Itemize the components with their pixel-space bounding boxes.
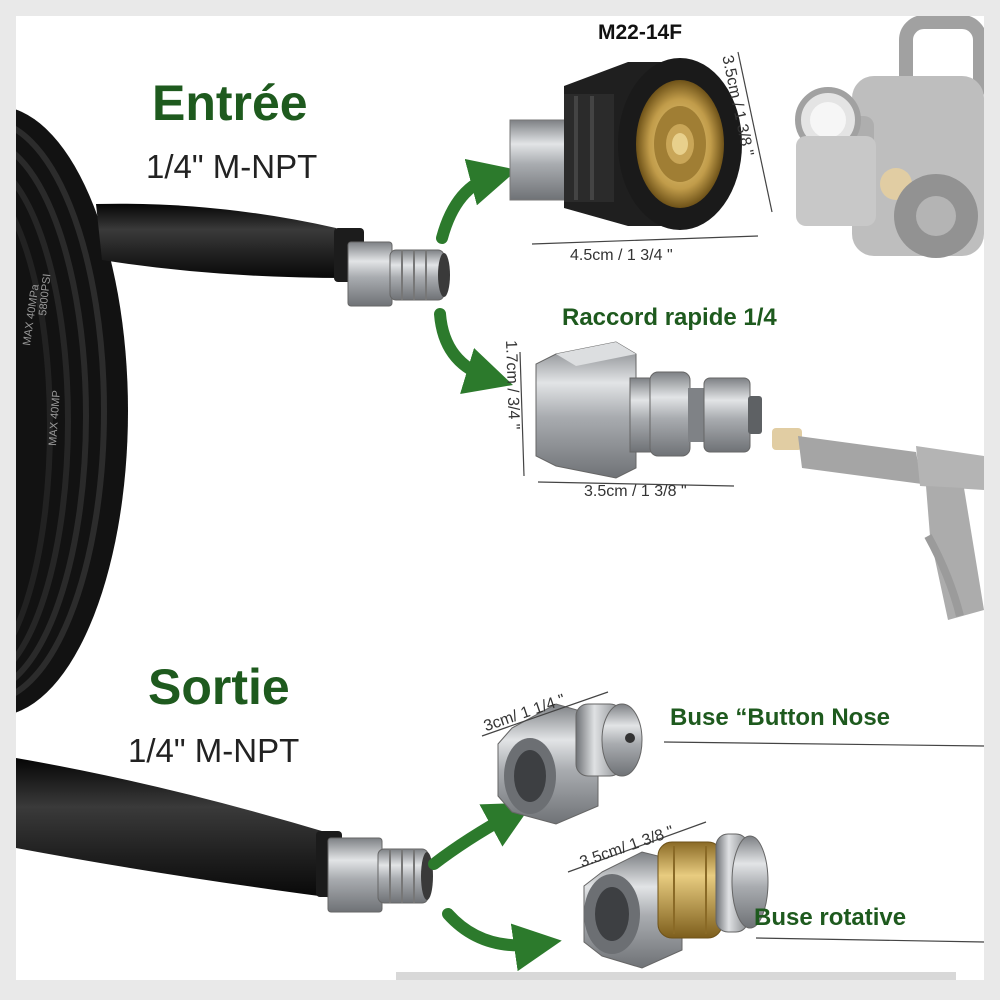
inlet-thread: 1/4" M-NPT bbox=[146, 148, 318, 185]
outlet-thread: 1/4" M-NPT bbox=[128, 732, 300, 769]
rotative-dimension bbox=[567, 821, 984, 943]
button-nose-nozzle bbox=[497, 703, 643, 825]
button-nose-name: Buse “Button Nose bbox=[670, 704, 891, 731]
m22-coupler bbox=[509, 58, 742, 230]
hose-coil: MAX 40MPa 5800PSI MAX 40MP bbox=[16, 109, 128, 713]
quick-width-dim: 3.5cm / 1 3/8 " bbox=[584, 483, 687, 500]
product-scene: MAX 40MPa 5800PSI MAX 40MP bbox=[16, 16, 984, 980]
inlet-title: Entrée bbox=[152, 75, 308, 131]
spray-gun-icon bbox=[772, 428, 984, 620]
arrow-to-button-nose bbox=[428, 802, 534, 870]
pressure-washer-icon bbox=[795, 16, 984, 258]
curved-arrow-icon bbox=[428, 158, 562, 972]
rotative-nozzle bbox=[583, 833, 769, 969]
rotative-name: Buse rotative bbox=[754, 904, 907, 931]
bottom-shadow bbox=[396, 972, 956, 980]
quick-height-dim: 1.7cm / 3/4 " bbox=[502, 339, 523, 430]
m22-dimension-lines bbox=[531, 51, 773, 245]
arrow-to-m22 bbox=[436, 158, 518, 244]
product-image-frame: MAX 40MPa 5800PSI MAX 40MP bbox=[16, 16, 984, 980]
arrow-to-quick bbox=[434, 308, 513, 394]
m22-code: M22-14F bbox=[598, 21, 683, 44]
quick-connect-fitting bbox=[535, 341, 762, 479]
quick-dimension-lines bbox=[519, 351, 735, 487]
inlet-male-fitting bbox=[347, 241, 450, 307]
button-nose-dimension bbox=[481, 691, 984, 747]
arrow-to-rotative bbox=[442, 908, 562, 972]
outlet-male-fitting bbox=[327, 837, 433, 913]
quick-connect-name: Raccord rapide 1/4 bbox=[562, 304, 777, 331]
hose-print-3: MAX 40MP bbox=[47, 390, 63, 446]
outlet-title: Sortie bbox=[148, 659, 290, 715]
hose-upper-end bbox=[96, 203, 364, 282]
hose-print-2: 5800PSI bbox=[37, 273, 53, 316]
hose-lower-end bbox=[16, 758, 342, 898]
m22-width-dim: 4.5cm / 1 3/4 " bbox=[570, 247, 673, 264]
